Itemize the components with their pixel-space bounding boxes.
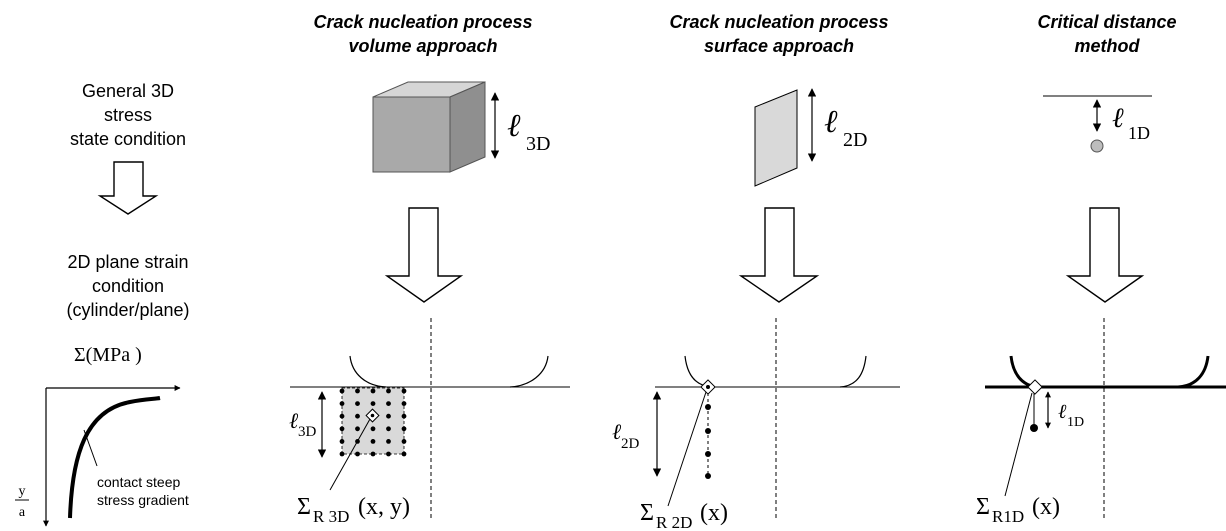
header-surface-line2: surface approach bbox=[704, 36, 854, 56]
volume-grid-point bbox=[339, 413, 345, 419]
surface-plane bbox=[754, 89, 798, 187]
sigma-3d-argument: (x, y) bbox=[358, 494, 410, 520]
volume-grid-point bbox=[339, 401, 345, 406]
volume-grid-point bbox=[401, 401, 407, 406]
surface-integration-points bbox=[705, 404, 711, 479]
ell-2d-depth-symbol: ℓ bbox=[612, 419, 622, 444]
surface-path-point bbox=[705, 428, 711, 434]
volume-grid-point bbox=[386, 451, 391, 457]
stress-gradient-curve bbox=[68, 396, 161, 519]
volume-grid-point bbox=[339, 388, 345, 394]
surface-path-point bbox=[705, 473, 711, 479]
volume-grid-point bbox=[401, 388, 407, 394]
surface-hot-spot-dot bbox=[706, 385, 710, 389]
ell-2d-depth-subscript: 2D bbox=[621, 436, 640, 452]
sigma-3d-leader bbox=[329, 418, 371, 491]
volume-grid-point bbox=[401, 439, 407, 444]
graph-note-line2: stress gradient bbox=[97, 492, 189, 508]
graph-note-leader bbox=[83, 429, 98, 467]
header-volume-line2: volume approach bbox=[348, 36, 497, 56]
volume-grid-point bbox=[370, 401, 376, 406]
volume-grid-point bbox=[401, 413, 407, 419]
down-arrow-volume bbox=[384, 207, 464, 303]
volume-grid-point bbox=[339, 451, 345, 457]
volume-grid-point bbox=[355, 401, 360, 406]
header-surface-line1: Crack nucleation process bbox=[669, 12, 888, 32]
surface-contact-right bbox=[839, 355, 867, 388]
sigma-2d-subscript: R 2D bbox=[656, 513, 692, 531]
down-arrow-left bbox=[97, 161, 159, 215]
volume-grid-point bbox=[370, 451, 376, 457]
stress-state-line1: General 3D bbox=[82, 81, 174, 101]
plane-strain-line2: condition bbox=[92, 276, 164, 296]
volume-grid-point bbox=[355, 426, 360, 432]
ell-3d-subscript: 3D bbox=[526, 133, 550, 155]
volume-grid-point bbox=[401, 426, 407, 432]
plane-strain-line3: (cylinder/plane) bbox=[66, 300, 189, 320]
volume-grid-point bbox=[401, 451, 407, 457]
volume-grid-point bbox=[355, 413, 360, 419]
stress-state-line2: stress bbox=[104, 105, 152, 125]
ell-1d-symbol: ℓ bbox=[1112, 103, 1124, 134]
graph-y-label: Σ(MPa ) bbox=[74, 344, 142, 366]
volume-grid-point bbox=[386, 388, 391, 394]
ell-2d-subscript: 2D bbox=[843, 129, 867, 151]
volume-grid-point bbox=[386, 413, 391, 419]
volume-grid-point bbox=[339, 426, 345, 432]
surface-path-point bbox=[705, 404, 711, 410]
sigma-1d-argument: (x) bbox=[1032, 494, 1060, 520]
graph-axis-numerator: y bbox=[19, 484, 26, 499]
header-critical-line2: method bbox=[1075, 36, 1141, 56]
volume-grid-point bbox=[386, 401, 391, 406]
volume-grid-point bbox=[339, 439, 345, 444]
volume-grid-point bbox=[370, 439, 376, 444]
volume-grid-point bbox=[386, 439, 391, 444]
sigma-3d-subscript: R 3D bbox=[313, 507, 349, 526]
ell-3d-depth-symbol: ℓ bbox=[289, 408, 299, 433]
critical-hot-spot bbox=[1027, 379, 1043, 395]
graph-note-line1: contact steep bbox=[97, 474, 180, 490]
volume-contact-left bbox=[349, 355, 387, 388]
volume-contact-right bbox=[509, 355, 549, 388]
ell-1d-subscript: 1D bbox=[1128, 123, 1150, 143]
down-arrow-critical bbox=[1065, 207, 1145, 303]
surface-path-point bbox=[705, 451, 711, 457]
sigma-1d-subscript: R1D bbox=[992, 507, 1024, 526]
sigma-1d-leader bbox=[1004, 392, 1033, 497]
ell-3d-depth-subscript: 3D bbox=[298, 424, 317, 440]
critical-contact-right bbox=[1177, 355, 1210, 389]
graph-axis-denominator: a bbox=[19, 505, 26, 520]
volume-center-dot bbox=[370, 413, 375, 418]
volume-cube bbox=[372, 81, 486, 173]
volume-grid-point bbox=[386, 426, 391, 432]
down-arrow-surface bbox=[738, 207, 820, 303]
stress-state-line3: state condition bbox=[70, 129, 186, 149]
volume-grid-point bbox=[370, 426, 376, 432]
volume-grid-point bbox=[355, 388, 360, 394]
plane-strain-line1: 2D plane strain bbox=[67, 252, 188, 272]
ell-1d-depth-symbol: ℓ bbox=[1058, 401, 1067, 423]
ell-1d-depth-subscript: 1D bbox=[1067, 415, 1084, 430]
sigma-3d-base: Σ bbox=[297, 494, 311, 520]
volume-integration-grid bbox=[339, 388, 407, 457]
critical-point bbox=[1090, 139, 1104, 153]
header-volume-line1: Crack nucleation process bbox=[313, 12, 532, 32]
ell-2d-symbol: ℓ bbox=[824, 103, 838, 139]
sigma-2d-argument: (x) bbox=[700, 500, 728, 526]
ell-3d-symbol: ℓ bbox=[507, 107, 521, 143]
volume-grid-point bbox=[355, 451, 360, 457]
sigma-2d-base: Σ bbox=[640, 500, 654, 526]
volume-grid-point bbox=[370, 388, 376, 394]
sigma-1d-base: Σ bbox=[976, 494, 990, 520]
sigma-2d-leader bbox=[667, 391, 707, 507]
header-critical-line1: Critical distance bbox=[1037, 12, 1176, 32]
critical-eval-point bbox=[1030, 424, 1038, 432]
